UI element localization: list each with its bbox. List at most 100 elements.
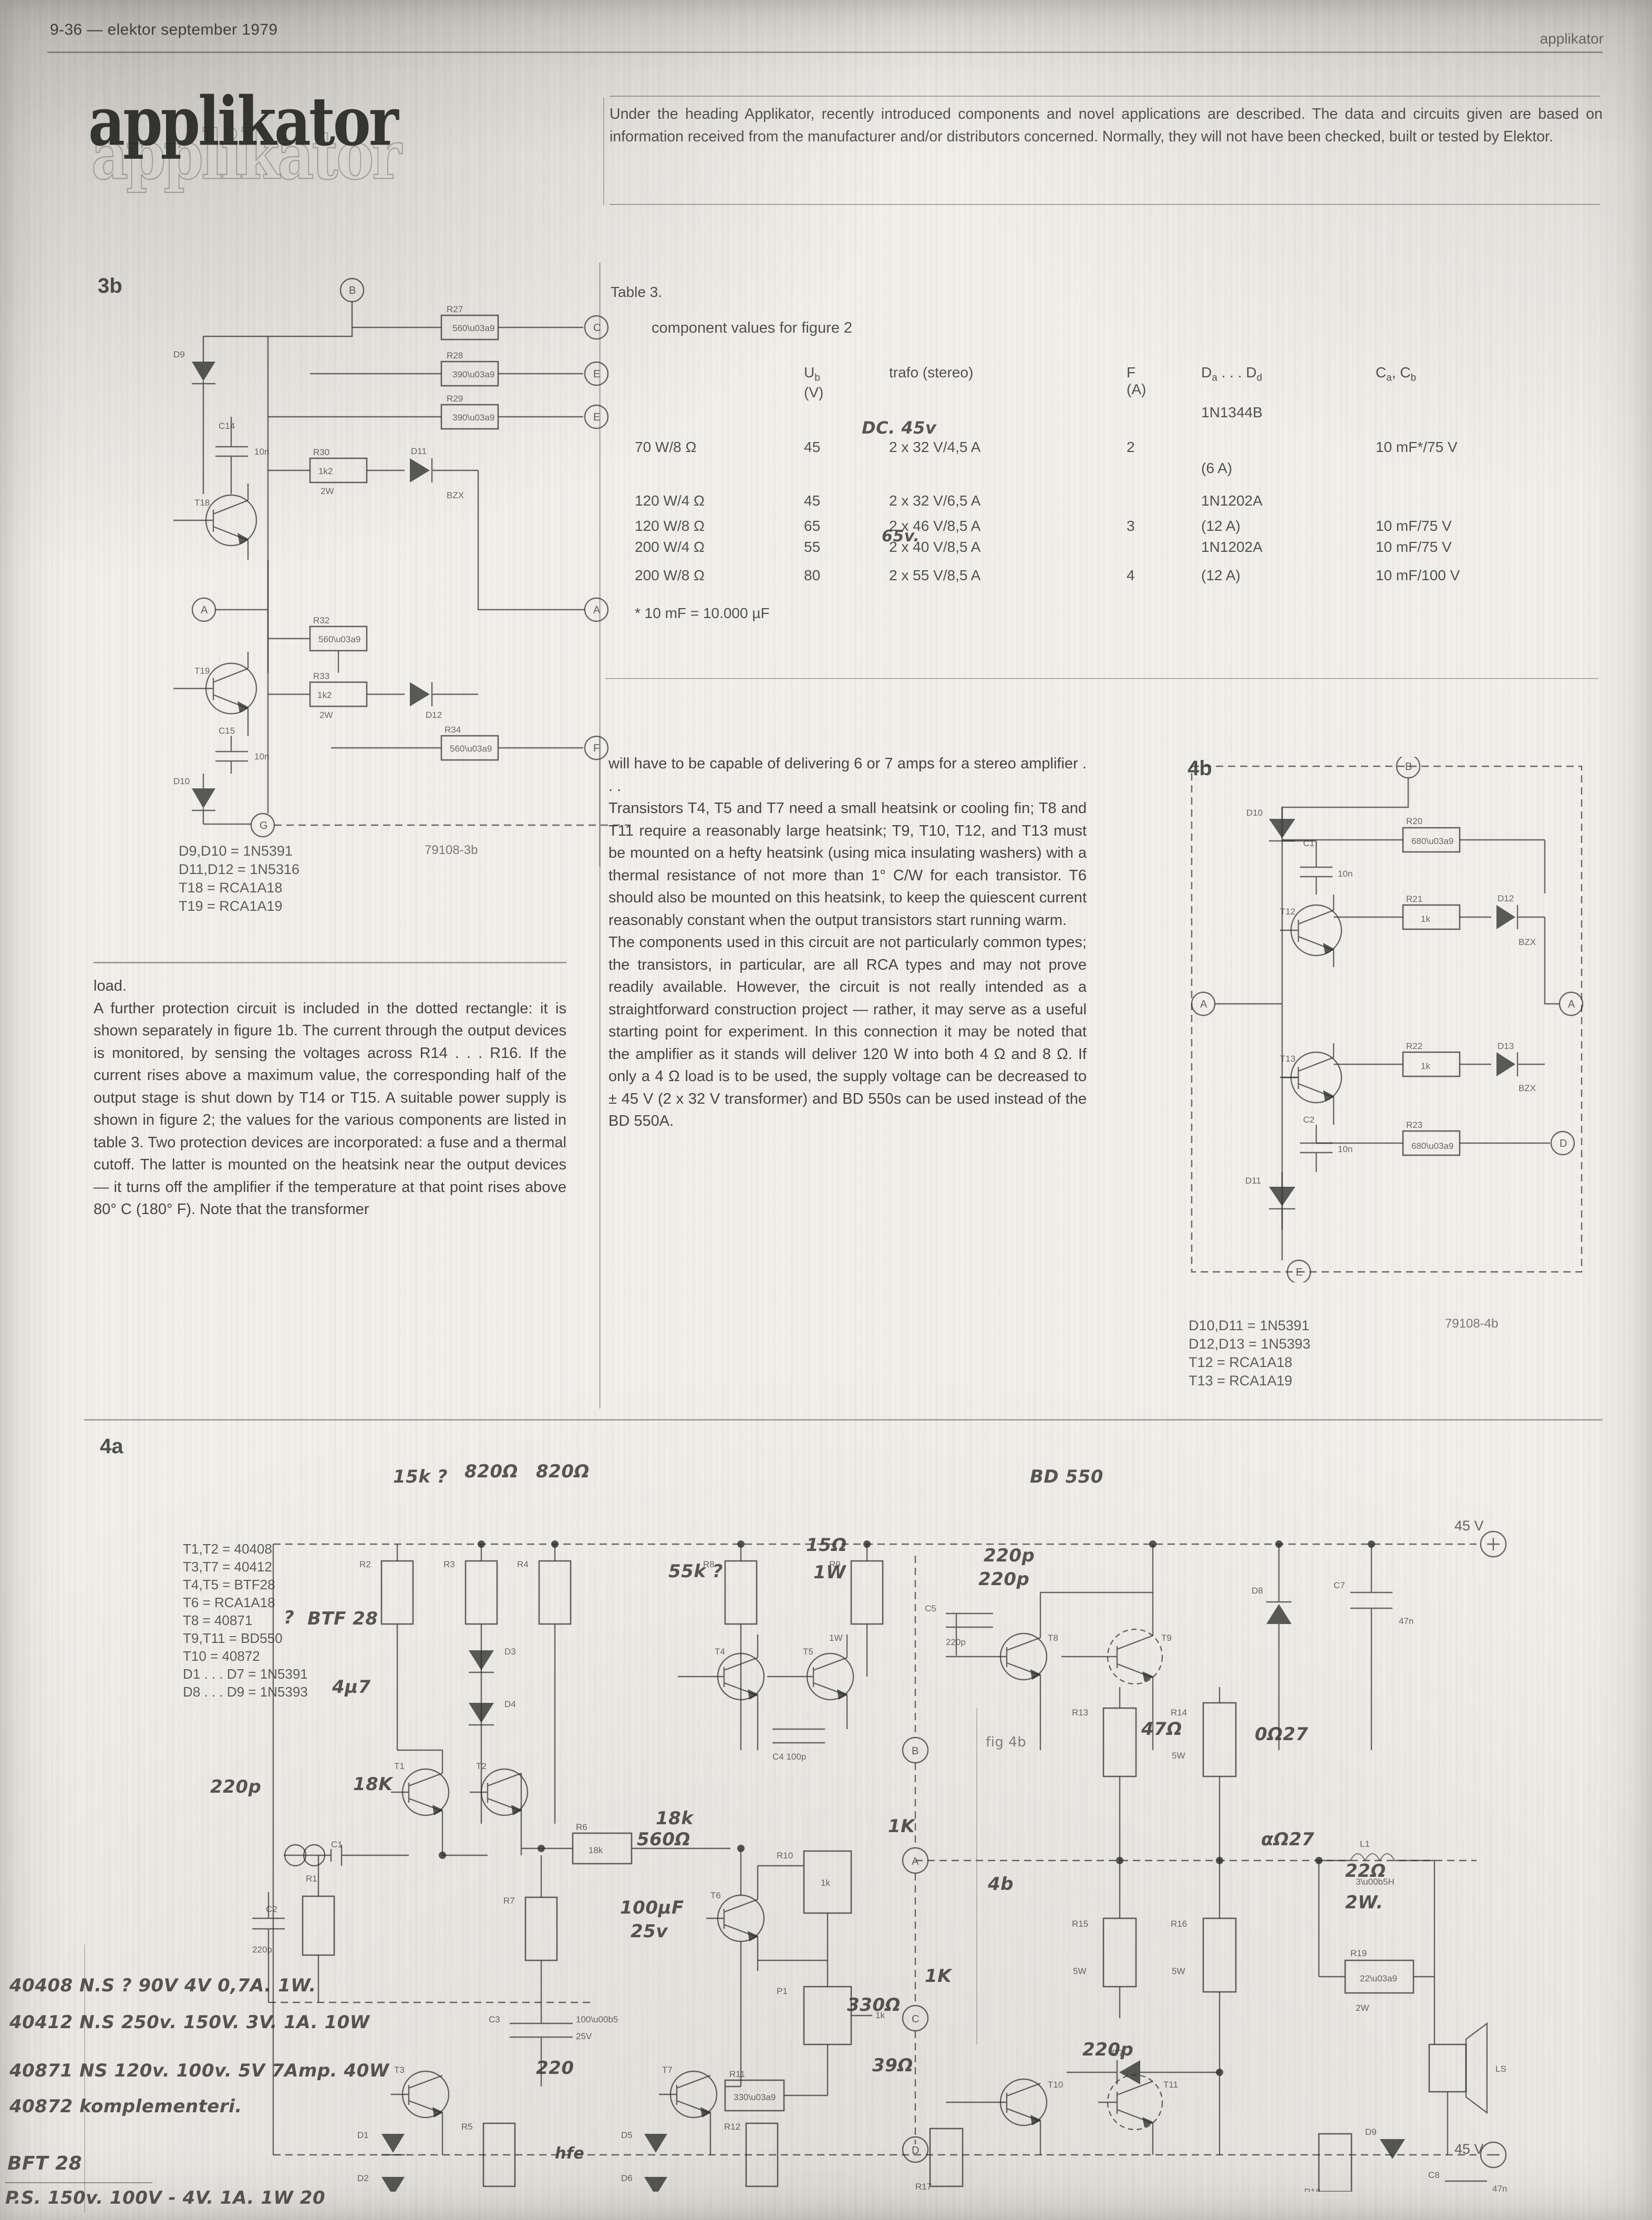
table-row: 120 W/4 Ω 45 2 x 32 V/6,5 A 1N1202A xyxy=(632,490,1472,516)
table-3: Table 3. component values for figure 2 U… xyxy=(611,284,1493,622)
fold-line xyxy=(84,1945,85,2213)
svg-text:R12: R12 xyxy=(724,2122,740,2132)
figure-3b-code: 79108-3b xyxy=(425,843,478,857)
table-3-caption: component values for figure 2 xyxy=(652,320,853,336)
svg-text:560\u03a9: 560\u03a9 xyxy=(452,323,494,333)
cell: 2 x 32 V/4,5 A xyxy=(889,438,981,455)
svg-text:R10: R10 xyxy=(777,1851,793,1861)
svg-text:R20: R20 xyxy=(1406,816,1422,826)
cell: 55 xyxy=(804,538,821,555)
handwritten-annotation-0: 15k ? xyxy=(393,1466,448,1487)
cell: 45 xyxy=(804,492,821,509)
table-row: (6 A) xyxy=(632,458,1472,490)
intro-rule-left xyxy=(603,98,604,205)
cell: (6 A) xyxy=(1201,459,1233,476)
handwritten-annotation-17: 4b xyxy=(988,1874,1014,1895)
cell: 2 x 46 V/8,5 A xyxy=(889,517,981,534)
svg-text:1k2: 1k2 xyxy=(317,690,332,700)
svg-text:T19: T19 xyxy=(194,666,210,676)
svg-text:C: C xyxy=(593,322,601,334)
svg-text:1k: 1k xyxy=(1421,914,1430,924)
table-3-grid: Ub(V) trafo (stereo) F(A) Da . . . Dd Ca… xyxy=(632,362,1472,586)
table-rule-bottom xyxy=(605,678,1598,679)
figure-4a-legend: T1,T2 = 40408 T3,T7 = 40412 T4,T5 = BTF2… xyxy=(183,1541,308,1700)
table-header-row: Ub(V) trafo (stereo) F(A) Da . . . Dd Ca… xyxy=(632,362,1472,402)
svg-text:220p: 220p xyxy=(252,1945,272,1955)
handwritten-note-3: 40871 NS 120v. 100v. 5V 7Amp. 40W xyxy=(9,2060,389,2081)
intro-rule-top xyxy=(610,96,1600,97)
svg-text:R8: R8 xyxy=(703,1559,715,1569)
svg-text:T12: T12 xyxy=(1280,907,1295,917)
svg-text:R14: R14 xyxy=(1171,1708,1187,1718)
svg-text:R27: R27 xyxy=(447,304,463,314)
handwritten-annotation-7: 220p xyxy=(978,1569,1030,1590)
svg-text:R33: R33 xyxy=(313,671,329,681)
figure-4b-code: 79108-4b xyxy=(1445,1317,1499,1331)
svg-text:R11: R11 xyxy=(729,2069,745,2079)
intro-rule-bottom xyxy=(610,204,1600,205)
svg-text:T7: T7 xyxy=(662,2065,673,2075)
cell: 2 xyxy=(1127,438,1135,455)
handwritten-annotation-28: BTF 28 xyxy=(307,1608,378,1629)
svg-text:E: E xyxy=(1296,1267,1303,1278)
svg-text:R28: R28 xyxy=(447,351,463,361)
handwritten-annotation-18: 1K xyxy=(925,1966,952,1987)
handwritten-note-2: 40412 N.S 250v. 150V. 3V. 1A. 10W xyxy=(9,2012,370,2033)
svg-text:R18: R18 xyxy=(1304,2187,1320,2192)
svg-text:A: A xyxy=(201,604,208,616)
handwritten-annotation-13: 560Ω xyxy=(637,1829,690,1850)
svg-text:D10: D10 xyxy=(1246,808,1263,818)
svg-text:1k: 1k xyxy=(821,1878,830,1888)
svg-text:5W: 5W xyxy=(1073,1966,1087,1976)
svg-text:D3: D3 xyxy=(504,1647,516,1657)
svg-text:18k: 18k xyxy=(588,1845,603,1855)
handwritten-annotation-5: 1W xyxy=(813,1562,846,1583)
handwritten-annotation-14: 100µF xyxy=(620,1897,684,1918)
page-header-left: 9-36 — elektor september 1979 xyxy=(50,21,278,38)
cell: 10 mF/100 V xyxy=(1376,567,1460,583)
svg-text:D8: D8 xyxy=(1252,1586,1263,1596)
svg-text:5W: 5W xyxy=(1172,1751,1185,1761)
svg-text:25V: 25V xyxy=(576,2031,592,2041)
svg-text:680\u03a9: 680\u03a9 xyxy=(1411,1141,1453,1151)
svg-text:R19: R19 xyxy=(1350,1948,1367,1958)
svg-text:F: F xyxy=(593,743,600,754)
svg-text:R15: R15 xyxy=(1072,1919,1088,1929)
svg-text:C8: C8 xyxy=(1428,2170,1440,2180)
svg-text:P1: P1 xyxy=(777,1986,788,1996)
handwritten-annotation-19: 330Ω xyxy=(847,1995,901,2016)
svg-text:D: D xyxy=(1560,1138,1567,1149)
svg-text:100\u00b5: 100\u00b5 xyxy=(576,2015,618,2024)
svg-text:A: A xyxy=(1200,999,1207,1010)
svg-text:D9: D9 xyxy=(1365,2127,1377,2137)
rail-top-label: 45 V xyxy=(1454,1518,1484,1534)
svg-text:47n: 47n xyxy=(1399,1616,1413,1626)
svg-text:R22: R22 xyxy=(1406,1041,1422,1051)
svg-text:T11: T11 xyxy=(1163,2080,1178,2090)
svg-text:G: G xyxy=(260,820,268,831)
intro-paragraph: Under the heading Applikator, recently i… xyxy=(610,106,1603,145)
handwritten-annotation-4: 15Ω xyxy=(806,1535,847,1556)
svg-text:B: B xyxy=(1405,761,1412,773)
cell: 3 xyxy=(1127,517,1135,534)
svg-text:10n: 10n xyxy=(1338,869,1352,879)
table-row: 200 W/4 Ω 55 2 x 40 V/8,5 A 1N1202A 10 m… xyxy=(632,537,1472,565)
handwritten-annotation-8: 220p xyxy=(984,1545,1035,1566)
cell: 120 W/8 Ω xyxy=(635,517,705,534)
handwritten-annotation-16: 1K xyxy=(888,1816,915,1837)
svg-text:T6: T6 xyxy=(710,1890,721,1900)
handwritten-note-6: P.S. 150v. 100V - 4V. 1A. 1W 20 xyxy=(5,2187,326,2208)
cell: 4 xyxy=(1127,567,1135,583)
svg-text:D6: D6 xyxy=(621,2173,633,2183)
table-3-footnote: * 10 mF = 10.000 µF xyxy=(635,604,770,621)
handwritten-note-1: 40408 N.S ? 90V 4V 0,7A. 1W. xyxy=(9,1975,316,1996)
handwritten-annotation-23: 22Ω xyxy=(1345,1861,1386,1882)
svg-text:C5: C5 xyxy=(925,1604,936,1613)
table-row: 200 W/8 Ω 80 2 x 55 V/8,5 A 4 (12 A) 10 … xyxy=(632,565,1472,586)
cell: 1N1202A xyxy=(1201,538,1263,555)
column-divider-2 xyxy=(599,736,601,1409)
svg-text:C1: C1 xyxy=(331,1839,343,1849)
